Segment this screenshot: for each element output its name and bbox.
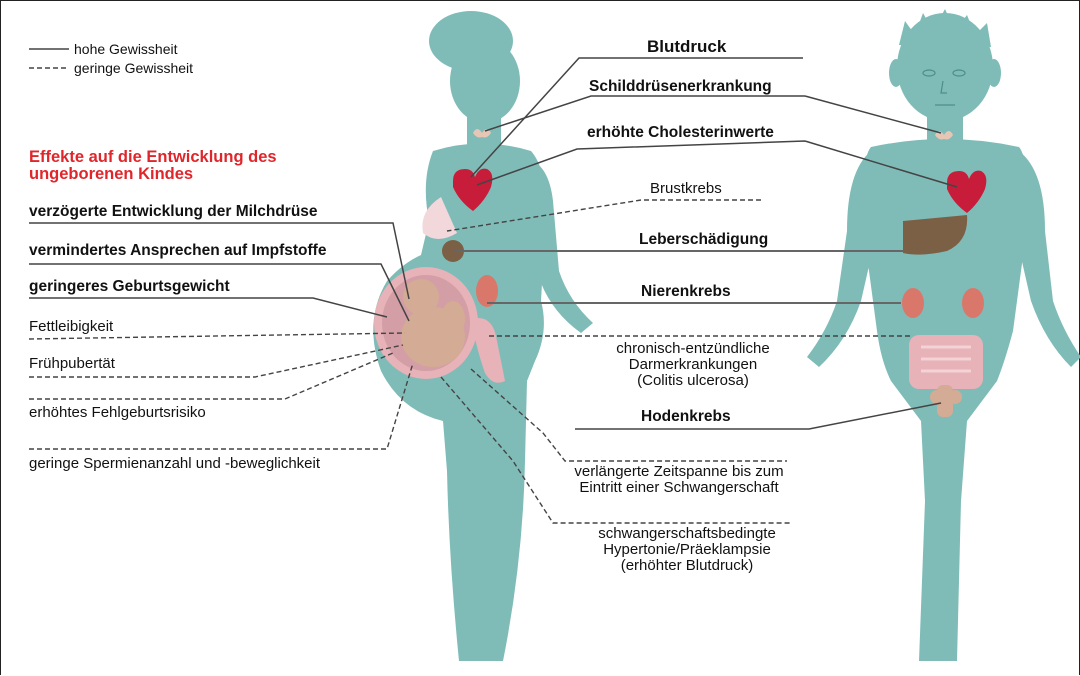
label-colitis-1: chronisch-entzündliche bbox=[587, 341, 799, 356]
label-hodenkrebs: Hodenkrebs bbox=[641, 409, 731, 424]
label-fettleibigkeit: Fettleibigkeit bbox=[29, 319, 113, 334]
label-spermien: geringe Spermienanzahl und -beweglichkei… bbox=[29, 456, 320, 471]
label-colitis-2: Darmerkrankungen bbox=[587, 357, 799, 372]
label-nierenkrebs: Nierenkrebs bbox=[641, 284, 731, 299]
kidney-icon bbox=[962, 288, 984, 318]
heading-line-1: Effekte auf die Entwicklung des bbox=[29, 149, 277, 165]
label-geburtsgewicht: geringeres Geburtsgewicht bbox=[29, 279, 230, 294]
label-cholesterin: erhöhte Cholesterinwerte bbox=[587, 125, 774, 140]
label-colitis-3: (Colitis ulcerosa) bbox=[587, 373, 799, 388]
legend-lines bbox=[29, 49, 69, 68]
legend-solid-label: hohe Gewissheit bbox=[74, 42, 178, 57]
legend-dashed-label: geringe Gewissheit bbox=[74, 61, 193, 76]
label-milchdruese: verzögerte Entwicklung der Milchdrüse bbox=[29, 204, 318, 219]
intestine-icon bbox=[909, 335, 983, 389]
label-brustkrebs: Brustkrebs bbox=[650, 181, 722, 196]
label-schilddruese: Schilddrüsenerkrankung bbox=[589, 79, 772, 94]
label-praeeklampsie-2: Hypertonie/Präeklampsie bbox=[579, 542, 795, 557]
label-praeeklampsie-1: schwangerschaftsbedingte bbox=[579, 526, 795, 541]
label-blutdruck: Blutdruck bbox=[647, 39, 726, 54]
label-zeitspanne-1: verlängerte Zeitspanne bis zum bbox=[559, 464, 799, 479]
label-fruehpubertaet: Frühpubertät bbox=[29, 356, 115, 371]
heading-line-2: ungeborenen Kindes bbox=[29, 166, 193, 182]
label-fehlgeburt: erhöhtes Fehlgeburtsrisiko bbox=[29, 405, 206, 420]
label-zeitspanne-2: Eintritt einer Schwangerschaft bbox=[559, 480, 799, 495]
label-leber: Leberschädigung bbox=[639, 232, 768, 247]
kidney-icon bbox=[902, 288, 924, 318]
label-praeeklampsie-3: (erhöhter Blutdruck) bbox=[579, 558, 795, 573]
label-impfstoffe: vermindertes Ansprechen auf Impfstoffe bbox=[29, 243, 326, 258]
